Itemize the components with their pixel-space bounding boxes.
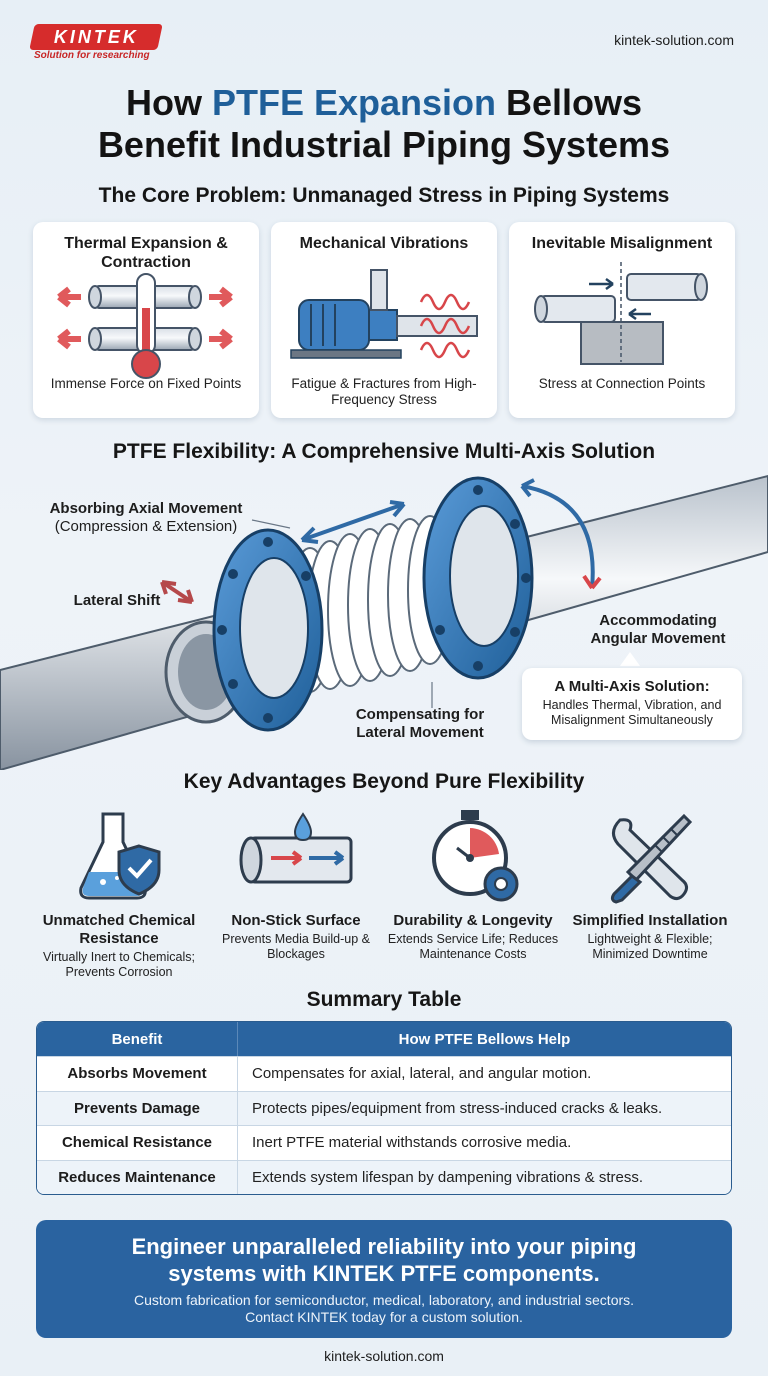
advantage-installation: Simplified Installation Lightweight & Fl…: [560, 808, 740, 962]
pipe-flow-icon: [239, 812, 353, 884]
site-url-bottom[interactable]: kintek-solution.com: [324, 1348, 444, 1364]
table-cell: Extends system lifespan by dampening vib…: [252, 1168, 644, 1186]
site-url-top[interactable]: kintek-solution.com: [614, 32, 734, 48]
card-title: Mechanical Vibrations: [299, 235, 469, 252]
flask-shield-icon: [79, 812, 161, 900]
table-cell: Protects pipes/equipment from stress-ind…: [252, 1099, 663, 1117]
table-row: Reduces Maintenance Extends system lifes…: [37, 1159, 731, 1194]
advantage-durability: Durability & Longevity Extends Service L…: [383, 808, 563, 962]
problem-card-vibration: Mechanical Vibrations Fatigue & Fracture…: [271, 222, 497, 418]
card-caption: Stress at Connection Points: [538, 376, 706, 391]
summary-table: Benefit How PTFE Bellows Help Absorbs Mo…: [36, 1021, 732, 1195]
wrench-screw-icon: [610, 813, 693, 904]
card-title: Inevitable Misalignment: [531, 235, 713, 252]
card-caption: Immense Force on Fixed Points: [50, 376, 242, 391]
problem-card-thermal: Thermal Expansion & Contraction Immense …: [33, 222, 259, 418]
bellows-illustration: [0, 474, 768, 770]
cta-body: Custom fabrication for semiconductor, me…: [133, 1292, 635, 1325]
column-header: Benefit: [37, 1022, 238, 1056]
stopwatch-gear-icon: [432, 810, 519, 902]
table-cell: Chemical Resistance: [37, 1126, 238, 1160]
angular-movement-label: Accommodating Angular Movement: [590, 612, 726, 647]
advantage-chemical: Unmatched Chemical Resistance Virtually …: [29, 808, 209, 980]
misaligned-pipe-icon: [534, 262, 708, 365]
table-cell: Inert PTFE material withstands corrosive…: [252, 1134, 572, 1152]
card-caption: Fatigue & Fractures from High-Frequency …: [291, 376, 477, 407]
table-cell: Compensates for axial, lateral, and angu…: [252, 1065, 592, 1083]
logo-tagline: Solution for researching: [34, 50, 150, 61]
title-accent: PTFE Expansion: [211, 82, 496, 123]
column-header: How PTFE Bellows Help: [398, 1030, 571, 1048]
table-row: Absorbs Movement Compensates for axial, …: [37, 1056, 731, 1091]
multi-axis-callout: A Multi-Axis Solution: Handles Thermal, …: [522, 668, 742, 740]
problem-card-misalignment: Inevitable Misalignment Stress at Connec…: [509, 222, 735, 418]
cta-banner[interactable]: Engineer unparalleled reliability into y…: [36, 1220, 732, 1338]
table-cell: Absorbs Movement: [37, 1057, 238, 1091]
table-row: Chemical Resistance Inert PTFE material …: [37, 1125, 731, 1160]
axial-movement-label: Absorbing Axial Movement (Compression & …: [49, 500, 243, 535]
table-cell: Prevents Damage: [37, 1091, 238, 1125]
solution-heading: PTFE Flexibility: A Comprehensive Multi-…: [112, 440, 656, 463]
cta-headline: Engineer unparalleled reliability into y…: [131, 1234, 637, 1286]
table-row: Prevents Damage Protects pipes/equipment…: [37, 1090, 731, 1125]
advantages-heading: Key Advantages Beyond Pure Flexibility: [183, 770, 585, 793]
table-cell: Reduces Maintenance: [37, 1160, 238, 1194]
problem-heading: The Core Problem: Unmanaged Stress in Pi…: [98, 184, 670, 207]
page-title: How PTFE Expansion Bellows Benefit Indus…: [97, 82, 671, 165]
thermometer-pipes-icon: [57, 273, 233, 379]
kintek-logo: KINTEK: [29, 24, 163, 50]
table-header: Benefit How PTFE Bellows Help: [37, 1022, 731, 1056]
pump-vibration-icon: [290, 269, 478, 359]
advantage-nonstick: Non-Stick Surface Prevents Media Build-u…: [206, 808, 386, 962]
card-title: Thermal Expansion & Contraction: [64, 235, 228, 271]
lateral-movement-label: Compensating for Lateral Movement: [355, 706, 485, 741]
summary-heading: Summary Table: [306, 988, 462, 1011]
lateral-shift-label: Lateral Shift: [73, 592, 161, 609]
